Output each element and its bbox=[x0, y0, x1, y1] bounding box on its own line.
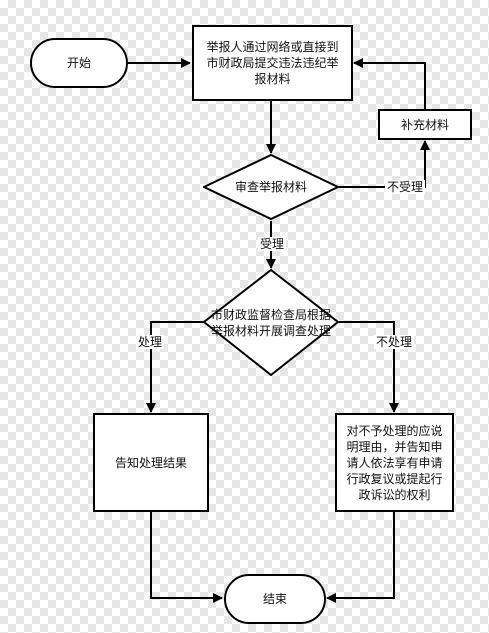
notify-result-label: 告知处理结果 bbox=[114, 455, 187, 470]
investigate-label: 市财政监督检查局根据举报材料开展调查处理 bbox=[210, 308, 331, 338]
notify-result-node: 告知处理结果 bbox=[93, 413, 209, 512]
explain-rights-label: 对不予处理的应说明理由，并告知申请人依法享有申请行政复议或提起行政诉讼的权利 bbox=[346, 423, 443, 502]
submit-report-node: 举报人通过网络或直接到市财政局提交违法违纪举报材料 bbox=[192, 25, 353, 101]
review-label: 审查举报材料 bbox=[234, 180, 307, 194]
edge-label-not-accepted: 不受理 bbox=[385, 180, 426, 194]
edge-label-handle: 处理 bbox=[136, 335, 165, 349]
arrow-explain-to-end bbox=[326, 512, 395, 603]
investigate-diamond-shape bbox=[203, 269, 339, 376]
explain-rights-node: 对不予处理的应说明理由，并告知申请人依法享有申请行政复议或提起行政诉讼的权利 bbox=[335, 413, 454, 512]
arrow-investigate-to-explain bbox=[339, 321, 399, 413]
supplement-label: 补充材料 bbox=[400, 117, 449, 132]
end-node: 结束 bbox=[224, 574, 326, 624]
supplement-node: 补充材料 bbox=[378, 109, 472, 140]
submit-report-label: 举报人通过网络或直接到市财政局提交违法违纪举报材料 bbox=[206, 40, 339, 86]
investigate-decision: 市财政监督检查局根据举报材料开展调查处理 bbox=[203, 269, 339, 376]
start-node: 开始 bbox=[30, 38, 128, 88]
end-label: 结束 bbox=[262, 592, 287, 606]
review-diamond-shape bbox=[203, 154, 339, 220]
arrow-supplement-to-submit bbox=[353, 58, 426, 109]
edge-label-not-handle: 不处理 bbox=[374, 335, 415, 349]
start-label: 开始 bbox=[66, 56, 91, 70]
review-decision: 审查举报材料 bbox=[203, 154, 339, 220]
edge-label-accepted: 受理 bbox=[258, 237, 287, 251]
arrow-investigate-to-notify bbox=[146, 321, 204, 413]
arrow-notify-to-end bbox=[150, 512, 223, 603]
